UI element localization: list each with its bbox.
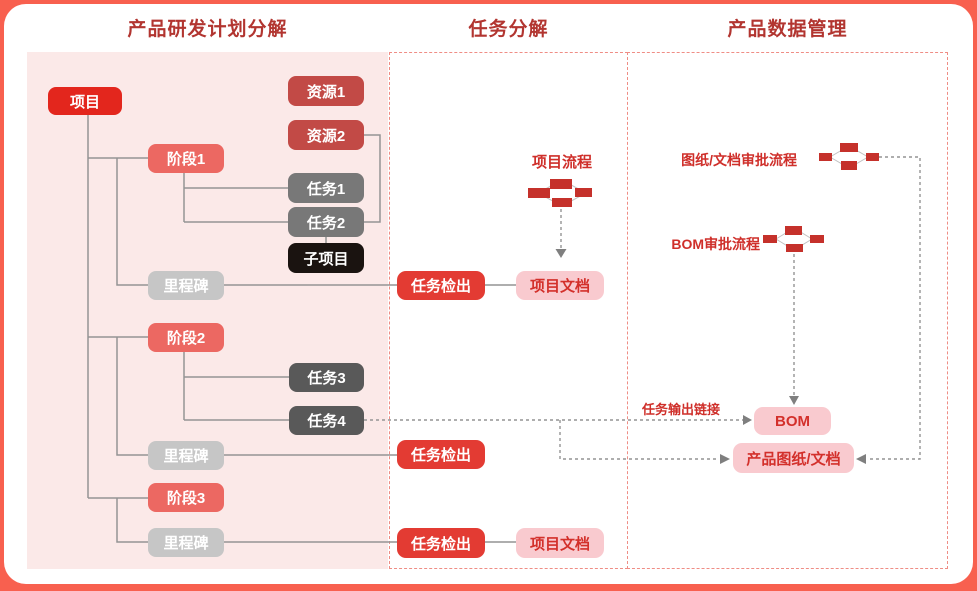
node-stage1: 阶段1: [148, 144, 224, 173]
project-flow-label: 项目流程: [531, 154, 592, 171]
task-section-zone: [389, 52, 628, 569]
node-milestone1: 里程碑: [148, 271, 224, 300]
node-stage2: 阶段2: [148, 323, 224, 352]
node-resource2: 资源2: [288, 120, 364, 150]
node-task2: 任务2: [288, 207, 364, 237]
task-output-link-label: 任务输出链接: [642, 402, 721, 417]
node-task1: 任务1: [288, 173, 364, 203]
node-task-checkout-3: 任务检出: [397, 528, 485, 558]
node-milestone3: 里程碑: [148, 528, 224, 557]
node-product-docs: 产品图纸/文档: [733, 443, 854, 473]
node-task-checkout-2: 任务检出: [397, 440, 485, 469]
task-section-title: 任务分解: [468, 19, 549, 40]
node-project-doc-1: 项目文档: [516, 271, 604, 300]
node-task-checkout-1: 任务检出: [397, 271, 485, 300]
bom-approval-label: BOM审批流程: [671, 236, 760, 252]
node-project-doc-3: 项目文档: [516, 528, 604, 558]
pdm-section-title: 产品数据管理: [727, 19, 848, 40]
drawing-approval-label: 图纸/文档审批流程: [681, 152, 797, 168]
pdm-section-zone: [627, 52, 948, 569]
node-task4: 任务4: [289, 406, 364, 435]
node-bom: BOM: [754, 407, 831, 435]
plan-section-title: 产品研发计划分解: [127, 19, 288, 40]
node-resource1: 资源1: [288, 76, 364, 106]
node-milestone2: 里程碑: [148, 441, 224, 470]
node-stage3: 阶段3: [148, 483, 224, 512]
node-task3: 任务3: [289, 363, 364, 392]
node-subproject: 子项目: [288, 243, 364, 273]
node-project: 项目: [48, 87, 122, 115]
